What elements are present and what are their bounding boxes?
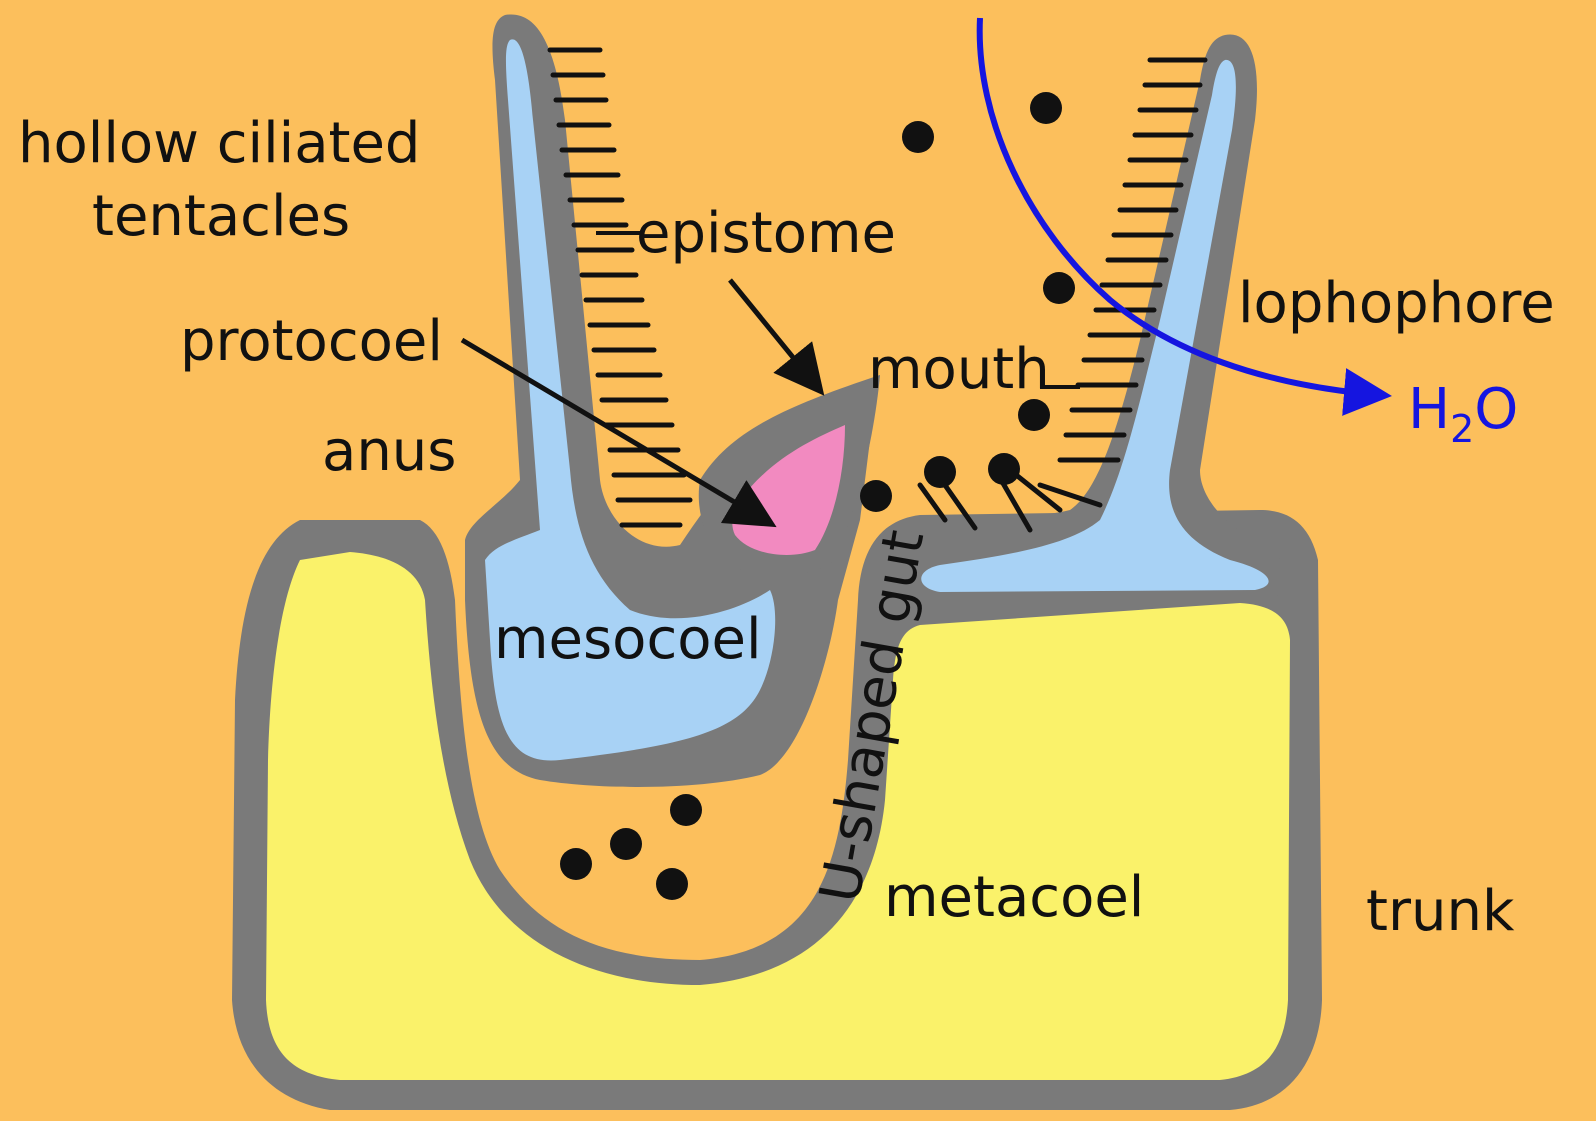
label-mesocoel: mesocoel <box>494 607 762 672</box>
particle <box>1018 399 1050 431</box>
label-trunk: trunk <box>1366 879 1515 944</box>
particle <box>1043 272 1075 304</box>
water-h: H <box>1408 377 1450 442</box>
label-hollow-ciliated-tentacles-line1: hollow ciliated <box>18 111 420 176</box>
label-lophophore: lophophore <box>1238 271 1555 336</box>
particle <box>560 848 592 880</box>
water-subscript: 2 <box>1450 407 1474 451</box>
label-protocoel: protocoel <box>180 309 443 374</box>
particle <box>1030 92 1062 124</box>
label-mouth: mouth <box>868 337 1050 402</box>
particle <box>902 121 934 153</box>
water-o: O <box>1474 377 1518 442</box>
label-hollow-ciliated-tentacles-line2: tentacles <box>92 184 350 249</box>
particle <box>924 456 956 488</box>
particle <box>988 453 1020 485</box>
label-metacoel: metacoel <box>884 865 1144 930</box>
particle <box>610 828 642 860</box>
particle <box>860 480 892 512</box>
label-anus: anus <box>322 419 456 484</box>
particle <box>656 868 688 900</box>
particle <box>670 794 702 826</box>
label-epistome: epistome <box>636 201 896 266</box>
